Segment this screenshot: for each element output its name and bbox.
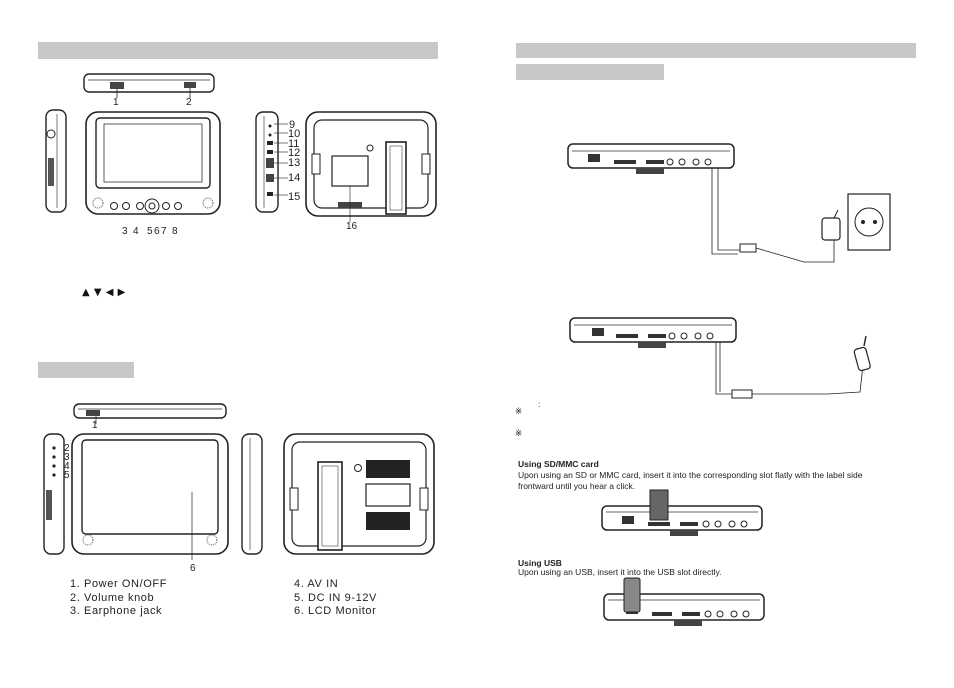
callout-7: 7 [161,226,167,237]
callout-4: 4 [133,226,139,237]
callout-2: 2 [186,97,192,108]
ac-adapter-connection-diagram [567,143,891,263]
section-header-bar-right [516,43,916,58]
legend-item-dc-in: 5. DC IN 9-12V [294,591,377,604]
legend-item-av-in: 4. AV IN [294,578,339,590]
usb-section-title: Using USB [518,558,562,568]
legend-item-power: 1. Power ON/OFF [70,578,168,590]
sd-section-text-line2: frontward until you hear a click. [518,481,636,491]
section-header-bar-screen [38,362,134,378]
parts-legend-right: 4. AV IN 5. DC IN 9-12V 6. LCD Monitor [294,578,377,619]
usb-insertion-diagram [603,577,765,626]
callout-12: 12 [288,147,301,159]
callout-15: 15 [288,191,301,203]
callout-16: 16 [346,221,358,232]
sd-section-text-line1: Upon using an SD or MMC card, insert it … [518,470,863,480]
subsection-header-bar-right [516,64,664,80]
screen-unit-right-side-view [241,433,263,555]
screen-callout-2: 2 [64,443,70,454]
note-mark-2: ※ [515,429,523,439]
main-unit-left-side-view [45,109,67,213]
screen-callout-1: 1 [92,420,98,431]
screen-callout-3: 3 [64,452,70,463]
note-mark-1: ※ [515,407,523,417]
callout-1: 1 [113,97,119,108]
main-unit-front-view [85,111,221,215]
callout-5: 5 [147,226,153,237]
callout-9: 9 [289,119,296,131]
main-unit-top-view [83,73,215,98]
callout-11: 11 [288,138,300,150]
screen-callout-4: 4 [64,461,70,472]
arrow-keys-symbols: ▲ ▼ ◀ ▶ [82,287,126,298]
screen-unit-top-view [73,403,227,424]
usb-section-text: Upon using an USB, insert it into the US… [518,567,722,577]
car-adapter-connection-diagram [569,317,871,399]
callout-14: 14 [288,172,301,184]
sd-section-title: Using SD/MMC card [518,459,599,469]
main-unit-back-view [305,111,437,222]
screen-callout-5: 5 [64,470,70,481]
screen-unit-front-view [71,433,229,560]
screen-unit-back-view [283,433,435,555]
legend-item-lcd: 6. LCD Monitor [294,605,377,617]
callout-6: 6 [154,226,160,237]
screen-callout-6: 6 [190,563,196,574]
screen-unit-left-side-view [43,433,65,555]
legend-item-volume: 2. Volume knob [70,591,155,604]
legend-item-earphone: 3. Earphone jack [70,605,163,617]
callout-13: 13 [288,157,301,169]
main-unit-right-side-view [255,111,288,213]
parts-legend-left: 1. Power ON/OFF 2. Volume knob 3. Earpho… [70,578,167,619]
sd-card-insertion-diagram [601,489,763,536]
note-colon: : [538,399,541,409]
callout-3: 3 [122,226,128,237]
section-header-bar-left [38,42,438,59]
callout-8: 8 [172,226,178,237]
callout-10: 10 [288,128,301,140]
